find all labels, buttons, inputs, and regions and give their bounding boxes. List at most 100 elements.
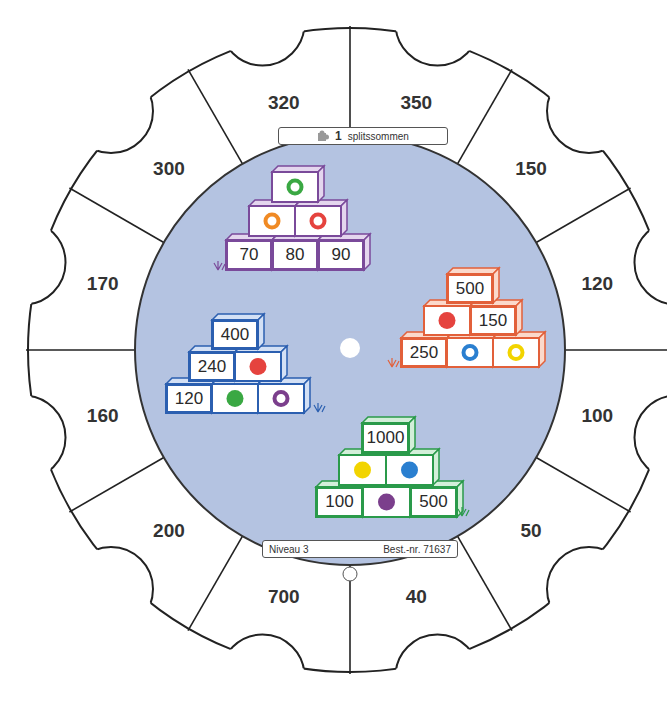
block-front <box>401 338 447 367</box>
number-block: 1000 <box>362 423 409 453</box>
number-block: 150 <box>470 306 516 335</box>
tab-text: splitssommen <box>348 131 409 142</box>
block-front <box>493 338 539 367</box>
sector-divider <box>349 26 351 135</box>
puzzle-icon <box>317 130 329 142</box>
block-front <box>386 455 433 485</box>
block-number: 70 <box>240 245 259 265</box>
block-front <box>166 384 212 413</box>
gear-notch <box>395 634 479 702</box>
gear-notch <box>395 0 479 66</box>
block-front <box>189 352 235 381</box>
ring-marker <box>464 346 477 359</box>
block-front <box>362 423 409 453</box>
gear-notch <box>0 395 66 479</box>
block-number: 250 <box>410 343 438 363</box>
ring-marker <box>289 181 302 194</box>
gear-notch <box>221 634 305 702</box>
block-number: 1000 <box>367 428 405 448</box>
sector-number: 150 <box>515 158 547 180</box>
block-front <box>235 352 281 381</box>
block-number: 120 <box>175 389 203 409</box>
sector-divider <box>188 536 243 630</box>
gear-notch <box>634 221 667 305</box>
sector-divider <box>458 69 513 163</box>
sector-number: 160 <box>87 405 119 427</box>
tab-heading: Niveau 3 <box>269 544 308 555</box>
sector-divider <box>69 458 163 513</box>
grass-tuft <box>214 261 225 270</box>
gear-notch <box>221 0 305 66</box>
block-front <box>318 240 364 270</box>
sector-number: 120 <box>581 273 613 295</box>
tab-text: Best.-nr. 71637 <box>383 544 451 555</box>
dot-marker <box>378 494 395 511</box>
sector-number: 170 <box>87 273 119 295</box>
block-pyramid <box>316 417 469 517</box>
label-tab: Niveau 3 Best.-nr. 71637 <box>262 540 458 558</box>
block-front <box>212 320 258 349</box>
tab-heading: 1 <box>335 129 342 143</box>
center-hole <box>340 338 360 358</box>
sector-number: 200 <box>153 520 185 542</box>
number-block: 500 <box>410 487 457 517</box>
sector-number: 350 <box>400 92 432 114</box>
block-front <box>316 487 363 517</box>
sector-number: 40 <box>406 586 427 608</box>
grass-tuft <box>388 358 399 367</box>
dot-marker <box>250 358 267 375</box>
gear-notch <box>547 69 631 153</box>
block-front <box>272 172 318 202</box>
block-number: 90 <box>332 245 351 265</box>
block-pyramid <box>166 314 325 413</box>
block-front <box>470 306 516 335</box>
number-block: 400 <box>212 320 258 349</box>
bottom-hole <box>343 567 357 581</box>
sector-number: 50 <box>520 520 541 542</box>
sector-divider <box>536 458 630 513</box>
ring-marker <box>510 346 523 359</box>
number-block: 90 <box>318 240 364 270</box>
sector-number: 300 <box>153 158 185 180</box>
block-front <box>295 206 341 236</box>
ring-marker <box>312 215 325 228</box>
block-number: 400 <box>221 325 249 345</box>
number-block: 240 <box>189 352 235 381</box>
number-block: 80 <box>272 240 318 270</box>
block-pyramid <box>388 268 545 367</box>
sector-divider <box>458 536 513 630</box>
number-block: 120 <box>166 384 212 413</box>
block-number: 240 <box>198 357 226 377</box>
block-number: 80 <box>286 245 305 265</box>
block-front <box>272 240 318 270</box>
gear-notch <box>634 395 667 479</box>
block-front <box>424 306 470 335</box>
ring-marker <box>266 215 279 228</box>
sector-number: 320 <box>268 92 300 114</box>
sector-number: 100 <box>581 405 613 427</box>
gear-notch <box>0 221 66 305</box>
sector-divider <box>536 188 630 243</box>
block-number: 100 <box>325 492 353 512</box>
number-block: 250 <box>401 338 447 367</box>
block-front <box>363 487 410 517</box>
gear-notch <box>69 547 153 631</box>
gear-notch <box>69 69 153 153</box>
dot-marker <box>439 312 456 329</box>
number-block: 100 <box>316 487 363 517</box>
block-number: 500 <box>419 492 447 512</box>
dot-marker <box>227 390 244 407</box>
block-pyramid <box>214 166 370 270</box>
gear-notch <box>547 547 631 631</box>
block-front <box>258 384 304 413</box>
block-front <box>447 274 493 303</box>
inner-disc <box>135 135 565 565</box>
label-tab: 1 splitssommen <box>278 127 448 145</box>
sector-divider <box>69 188 163 243</box>
block-front <box>226 240 272 270</box>
grass-tuft <box>314 403 325 412</box>
dot-marker <box>401 462 418 479</box>
block-front <box>249 206 295 236</box>
sector-divider <box>188 69 243 163</box>
